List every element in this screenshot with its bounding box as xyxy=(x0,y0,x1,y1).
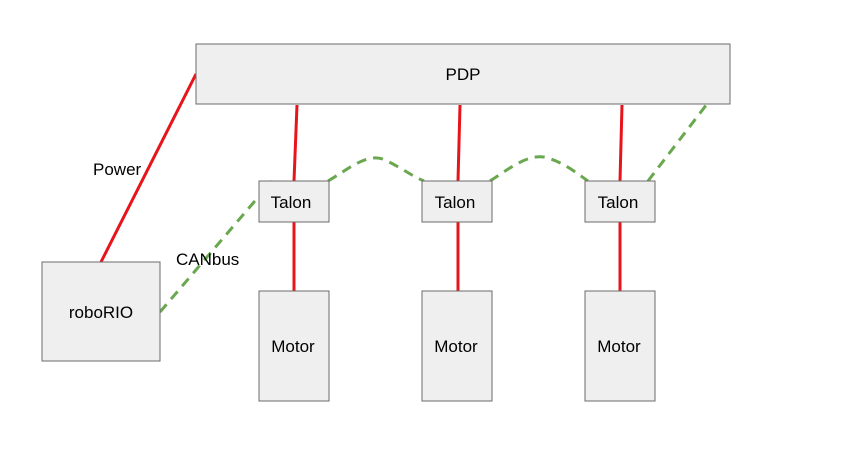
canbus-wires xyxy=(158,73,732,313)
motor-label-2: Motor xyxy=(434,337,478,356)
motor-box-1: Motor xyxy=(258,290,330,402)
canbus-wire-talon-1-talon-2 xyxy=(327,156,425,183)
power-wire-pdp-talon-2 xyxy=(456,104,462,182)
power-wire-pdp-roborio xyxy=(99,73,198,263)
canbus-wire-roborio-talon-1 xyxy=(158,180,274,313)
power-wires xyxy=(99,73,624,291)
motor-box-2: Motor xyxy=(421,290,493,402)
power-wire-pdp-talon-1 xyxy=(292,104,299,182)
talon-label-1: Talon xyxy=(271,193,312,212)
canbus-wire-talon-2-talon-3 xyxy=(489,155,589,183)
motor-label-3: Motor xyxy=(597,337,641,356)
canbus-wire-talon-3-pdp xyxy=(646,73,732,182)
talon-box-2: Talon xyxy=(421,180,493,223)
canbus-edge-label: CANbus xyxy=(176,250,239,269)
pdp-label: PDP xyxy=(446,65,481,84)
talon-box-1: Talon xyxy=(258,180,330,223)
talon-label-3: Talon xyxy=(598,193,639,212)
roborio-box: roboRIO xyxy=(41,261,161,362)
roborio-label: roboRIO xyxy=(69,303,133,322)
talon-label-2: Talon xyxy=(435,193,476,212)
power-wire-pdp-talon-3 xyxy=(618,104,624,182)
motor-label-1: Motor xyxy=(271,337,315,356)
talon-box-3: Talon xyxy=(584,180,656,223)
power-edge-label: Power xyxy=(93,160,142,179)
motor-box-3: Motor xyxy=(584,290,656,402)
pdp-box: PDP xyxy=(195,43,731,105)
